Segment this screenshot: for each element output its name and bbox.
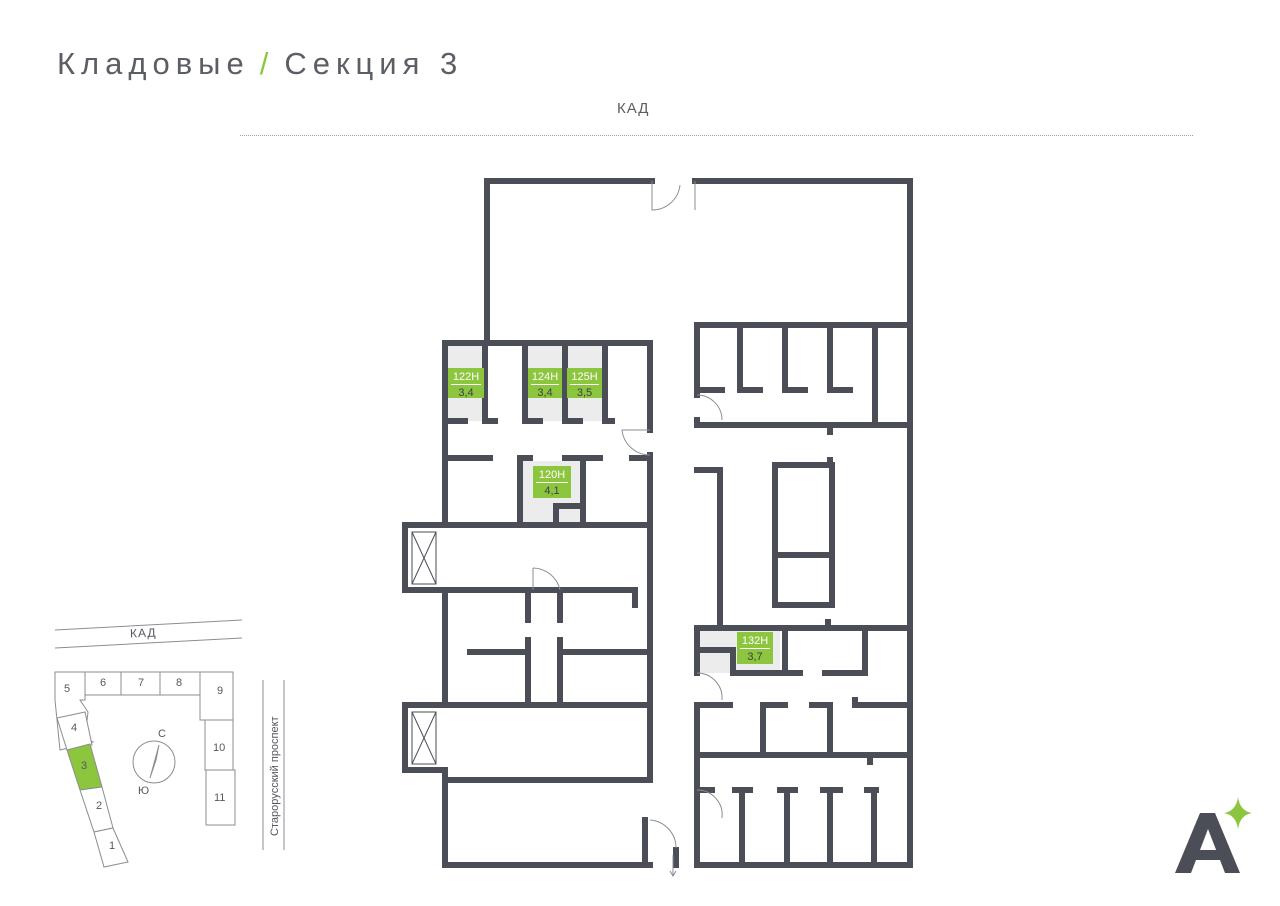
site-minimap [54,619,285,868]
page-title: Кладовые / Секция 3 [57,46,463,82]
unit-number: 120Н [536,466,568,483]
minimap-road-label: КАД [129,625,157,641]
section-9[interactable]: 9 [217,685,224,697]
section-6[interactable]: 6 [100,677,107,689]
minimap-street-label: Староруcский проспект [269,716,281,836]
compass-north-label: С [158,728,166,740]
unit-number: 125Н [570,368,599,385]
section-7[interactable]: 7 [138,677,145,689]
section-1[interactable]: 1 [109,840,116,852]
section-10[interactable]: 10 [213,742,226,754]
storage-unit-120H[interactable]: 120Н 4,1 [533,466,571,498]
walls [402,178,913,868]
section-2[interactable]: 2 [96,800,103,812]
title-section: Секция 3 [284,46,464,81]
storage-unit-124H[interactable]: 124Н 3,4 [528,368,562,399]
storage-unit-125H[interactable]: 125Н 3,5 [567,368,602,399]
section-4[interactable]: 4 [71,722,78,734]
road-line [240,135,1193,136]
elevator-icons [411,531,437,765]
storage-unit-122H[interactable]: 122Н 3,4 [448,368,484,399]
storage-unit-132H[interactable]: 132Н 3,7 [737,632,773,664]
section-5[interactable]: 5 [64,683,71,695]
brand-logo-icon [1175,797,1252,873]
title-category: Кладовые [57,46,250,81]
unit-area: 3,4 [458,387,474,399]
road-label-top: КАД [617,100,650,117]
unit-areas [448,346,780,673]
unit-area: 4,1 [544,485,560,497]
unit-area: 3,4 [537,387,553,399]
compass-south-label: Ю [138,785,150,797]
title-separator: / [259,46,275,81]
unit-number: 122Н [451,368,481,385]
unit-number: 124Н [531,368,559,385]
unit-area: 3,7 [747,651,763,663]
section-3-selected[interactable]: 3 [81,760,88,772]
unit-number: 132Н [740,632,770,649]
unit-area: 3,5 [576,387,593,399]
doors [532,181,723,877]
section-8[interactable]: 8 [176,677,183,689]
section-11[interactable]: 11 [214,792,226,804]
